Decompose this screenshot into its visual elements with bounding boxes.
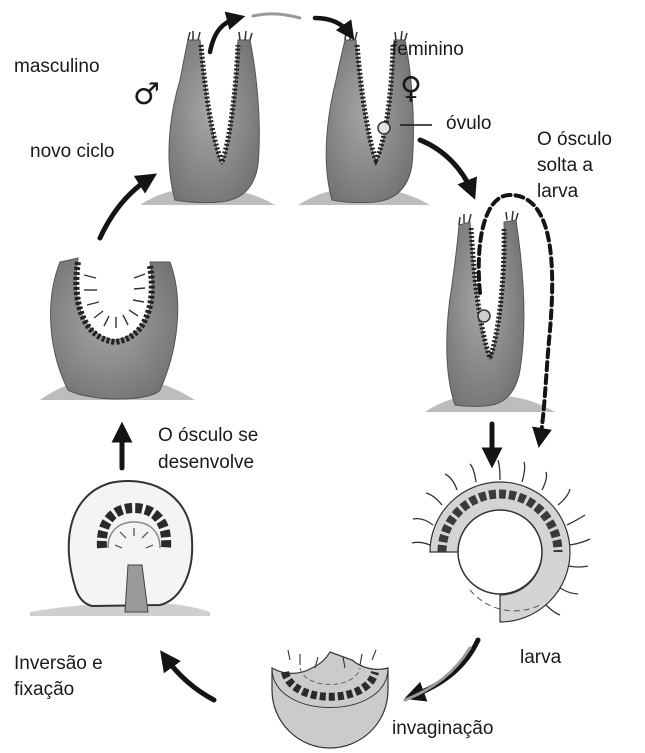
label-osculo-solta-3: larva [537, 180, 578, 203]
label-osculo-desenv-1: O ósculo se [158, 424, 258, 447]
arrow-sperm-path [253, 14, 300, 18]
released-larva-dot [478, 310, 490, 322]
releasing-sponge [425, 211, 555, 412]
free-larva [412, 460, 590, 622]
attached-larva [30, 481, 210, 616]
label-larva: larva [520, 646, 561, 669]
arrow-invagination-to-attached [165, 657, 214, 700]
label-masculino: masculino [14, 55, 100, 78]
label-feminino: feminino [392, 38, 464, 61]
label-osculo-solta-2: solta a [537, 154, 593, 177]
label-inversao-2: fixação [14, 678, 74, 701]
arrow-top-to-female [315, 18, 350, 34]
invaginating-larva [272, 650, 388, 748]
label-ovulo: óvulo [446, 112, 491, 135]
arrow-male-to-top [210, 18, 238, 52]
female-symbol-icon: ♀ [400, 74, 422, 104]
arrow-young-to-male [100, 178, 150, 238]
male-sponge [140, 31, 275, 205]
arrow-female-to-releasing [420, 140, 472, 192]
young-sponge [40, 258, 195, 400]
ovum [378, 122, 390, 134]
label-inversao-1: Inversão e [14, 652, 103, 675]
label-invaginacao: invaginação [392, 717, 493, 740]
male-symbol-icon: ♂ [133, 80, 160, 110]
label-novo-ciclo: novo ciclo [30, 140, 115, 163]
label-osculo-desenv-2: desenvolve [158, 451, 254, 474]
arrow-shade [405, 648, 470, 700]
label-osculo-solta-1: O ósculo [537, 128, 612, 151]
